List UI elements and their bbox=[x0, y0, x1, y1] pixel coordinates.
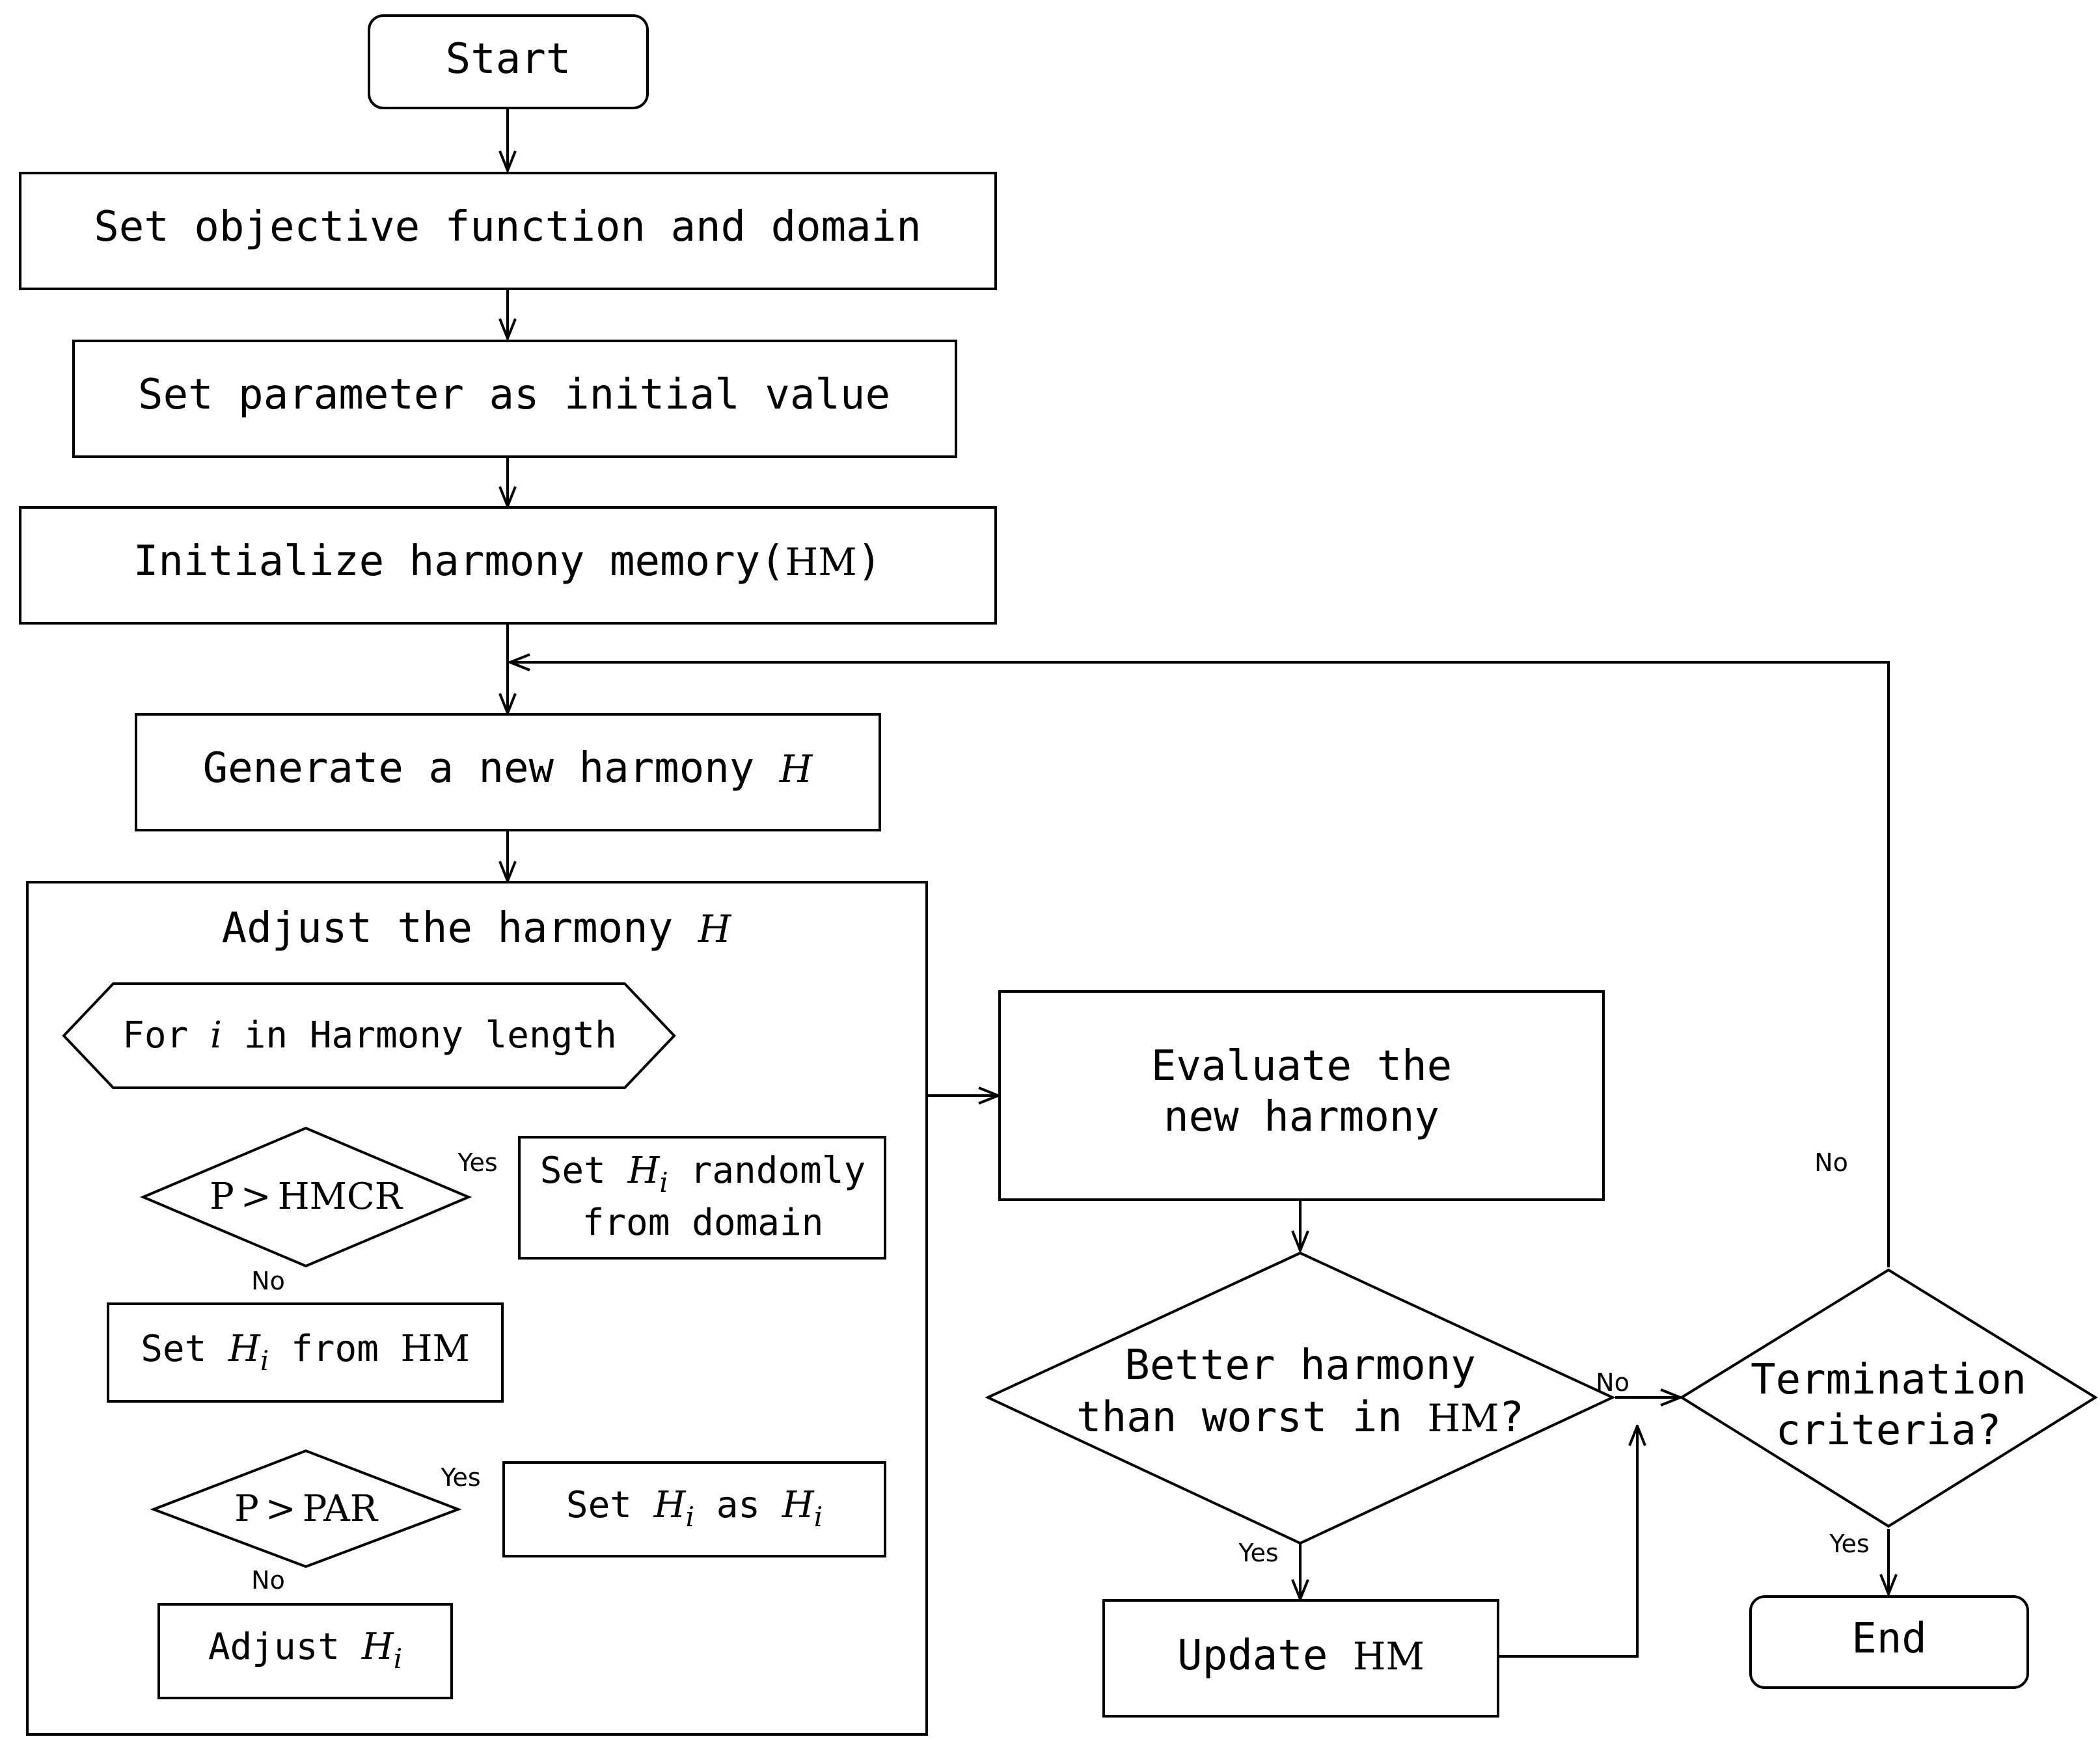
evaluate-node: Evaluate the new harmony bbox=[998, 990, 1605, 1201]
update-hm-node: Update HM bbox=[1102, 1599, 1499, 1718]
par-yes-label: Yes bbox=[440, 1463, 480, 1492]
edge-update-to-merge bbox=[1498, 1426, 1637, 1658]
better-yes-label: Yes bbox=[1238, 1539, 1278, 1567]
evaluate-line1: Evaluate the bbox=[1151, 1042, 1452, 1090]
set-random-node: Set Hi randomly from domain bbox=[518, 1136, 886, 1260]
hmcr-decision: P>HMCR bbox=[139, 1126, 472, 1268]
better-no-label: No bbox=[1596, 1368, 1630, 1397]
better-decision: Better harmony than worst in HM? bbox=[985, 1251, 1616, 1545]
init-hm-label: Initialize harmony memory(HM) bbox=[133, 537, 882, 586]
set-random-line1: Set Hi randomly bbox=[540, 1150, 866, 1198]
update-hm-label: Update HM bbox=[1177, 1632, 1425, 1680]
start-node: Start bbox=[368, 14, 649, 109]
adjust-hi-node: Adjust Hi bbox=[157, 1603, 453, 1699]
hmcr-decision-label: P>HMCR bbox=[210, 1176, 403, 1218]
set-parameter-node: Set parameter as initial value bbox=[72, 340, 957, 458]
par-decision-label: P>PAR bbox=[234, 1488, 379, 1530]
init-hm-node: Initialize harmony memory(HM) bbox=[19, 506, 997, 625]
termination-line1: Termination bbox=[1751, 1356, 2026, 1404]
end-node: End bbox=[1749, 1595, 2029, 1689]
evaluate-line2: new harmony bbox=[1164, 1093, 1439, 1141]
set-as-label: Set Hi as Hi bbox=[566, 1484, 823, 1533]
termination-decision: Termination criteria? bbox=[1679, 1268, 2098, 1528]
set-parameter-label: Set parameter as initial value bbox=[138, 371, 890, 419]
edge-labels: Yes No Yes No No Yes No Yes bbox=[251, 1148, 1870, 1595]
better-decision-line1: Better harmony bbox=[1125, 1341, 1475, 1390]
par-no-label: No bbox=[251, 1566, 285, 1595]
end-label: End bbox=[1851, 1615, 1927, 1663]
set-from-hm-node: Set Hi from HM bbox=[107, 1302, 504, 1403]
set-random-line2: from domain bbox=[582, 1202, 824, 1244]
set-from-hm-label: Set Hi from HM bbox=[141, 1328, 470, 1377]
start-label: Start bbox=[446, 35, 571, 83]
termination-yes-label: Yes bbox=[1829, 1530, 1869, 1558]
adjust-group-title: Adjust the harmony H bbox=[222, 904, 732, 952]
set-objective-label: Set objective function and domain bbox=[94, 203, 921, 251]
set-as-node: Set Hi as Hi bbox=[502, 1461, 886, 1557]
hmcr-no-label: No bbox=[251, 1267, 285, 1295]
termination-line2: criteria? bbox=[1776, 1407, 2002, 1455]
generate-node: Generate a new harmony H bbox=[135, 713, 881, 831]
better-decision-line2: than worst in HM? bbox=[1076, 1394, 1524, 1442]
for-loop-label: For i in Harmony length bbox=[122, 1014, 617, 1057]
hmcr-yes-label: Yes bbox=[457, 1148, 497, 1177]
for-loop-node: For i in Harmony length bbox=[62, 982, 676, 1089]
set-objective-node: Set objective function and domain bbox=[19, 172, 997, 290]
edge-termination-no-loop bbox=[510, 662, 1890, 1267]
termination-no-label: No bbox=[1814, 1148, 1848, 1177]
generate-label: Generate a new harmony H bbox=[203, 744, 813, 792]
adjust-hi-label: Adjust Hi bbox=[208, 1626, 402, 1675]
par-decision: P>PAR bbox=[150, 1449, 462, 1569]
